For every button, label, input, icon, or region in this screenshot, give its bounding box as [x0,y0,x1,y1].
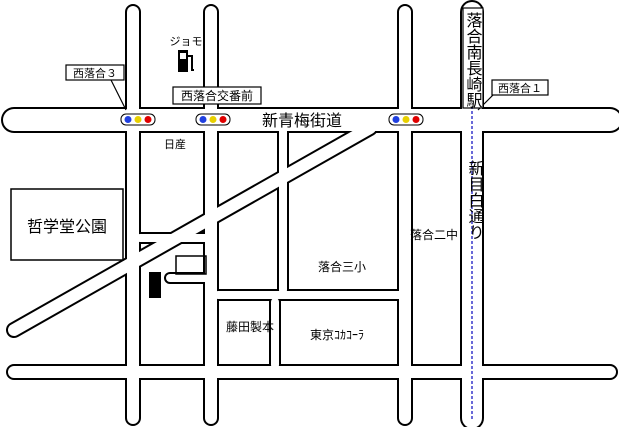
block-small-1 [175,255,207,275]
signal-west [120,113,156,126]
signal-east [388,113,424,126]
gas-station-icon [178,50,194,72]
signal-middle [195,113,231,126]
police-box-label: 西落合交番前 [181,88,253,103]
intersection-label-nishi-ochiai-3: 西落合３ [73,66,117,80]
diagonal-road [8,122,376,336]
callout-nishi-ochiai-1: 西落合１ [477,79,549,111]
fujita-label: 藤田製本 [226,320,274,334]
gas-station-label: ジョモ [170,35,203,48]
city-blocks [175,255,207,275]
vertical-road-label: 新目白通り [466,160,485,240]
cocacola-label: 東京ｺｶｺｰﾗ [310,328,364,342]
main-road-label: 新青梅街道 [262,111,342,130]
nissan-label: 日産 [164,138,186,151]
station-label: 落合南長崎駅 [464,12,483,108]
school-ochiai-2-label: 落合二中 [410,227,458,242]
intersection-label-nishi-ochiai-1: 西落合１ [498,81,542,95]
destination-building [149,272,161,298]
police-box-frame [172,86,262,105]
callout-nishi-ochiai-3: 西落合３ [65,64,127,111]
park-label: 哲学堂公園 [27,217,107,236]
school-ochiai-3-label: 落合三小 [318,259,366,274]
station-frame [462,7,484,109]
park-outline [10,188,124,261]
road-fills [3,2,619,427]
